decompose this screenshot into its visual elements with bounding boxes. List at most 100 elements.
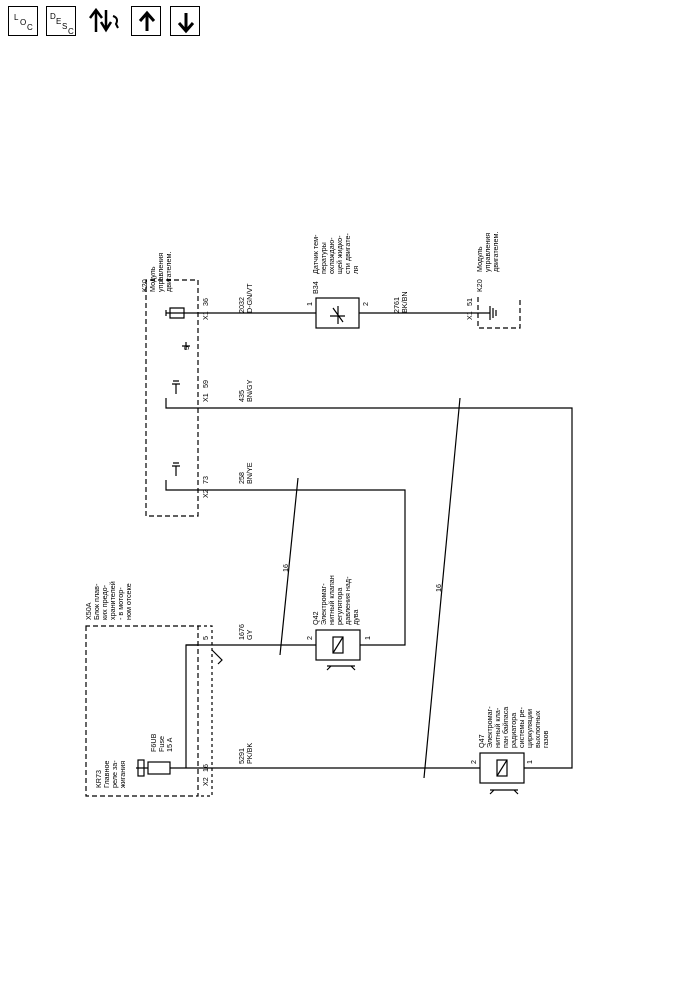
b34-pin1: 1: [305, 302, 314, 306]
x1-36-pin: 36: [201, 298, 210, 306]
kr73-label: KR73 Главное реле за- жигания: [94, 760, 127, 788]
wire-258-circuit: 258: [237, 472, 246, 484]
wire-435-circuit: 435: [237, 390, 246, 402]
b34-desc-2: пературы: [319, 242, 328, 274]
x1-51-conn: X1: [465, 311, 474, 320]
loc-letter-l: L: [14, 13, 19, 22]
k20-driver-59: [165, 398, 198, 409]
fuse-f6ub: [147, 761, 171, 775]
x1-59-label: X1 59: [201, 380, 210, 402]
twisted-pair-line-2: [423, 397, 461, 779]
wire-435: [198, 407, 573, 769]
x2-73-conn: X2: [201, 489, 210, 498]
desc-button[interactable]: D E S C: [46, 6, 76, 36]
b34-id: B34: [311, 281, 320, 294]
k20-module-box: [145, 279, 199, 517]
loc-button[interactable]: L O C: [8, 6, 38, 36]
x50a-pin5-label: 5: [201, 636, 210, 640]
q47-valve-body: [479, 752, 525, 784]
x50a-desc-4: - в мотор-: [116, 587, 125, 620]
desc-letter-c: C: [68, 27, 74, 36]
q42-pin1: 1: [363, 636, 372, 640]
q47-arrow-symbol: [489, 789, 519, 795]
wire-2032-circuit: 2032: [237, 297, 246, 313]
q47-desc-8: газов: [541, 730, 550, 748]
q47-id: Q47: [477, 734, 486, 748]
q47-desc-7: выхлопных: [533, 710, 542, 748]
q47-desc-2: нитный кла-: [493, 707, 502, 748]
q47-coil-symbol: [496, 759, 508, 777]
b34-desc-5: сти двигате-: [343, 233, 352, 274]
arrow-up-icon: [138, 10, 156, 31]
wire-258-color: BN/YE: [245, 462, 254, 484]
loc-letter-o: O: [20, 18, 26, 27]
wire-258: [198, 489, 406, 646]
x50a-pin5-hook: [186, 644, 223, 665]
twist-label-2: 16: [434, 584, 443, 592]
wire-2761-color: BK/BN: [400, 291, 409, 313]
wire-1676-label: 1676 GY: [237, 624, 254, 640]
q42-desc-5: дува: [351, 609, 360, 625]
x50a-fuse-block-box: [85, 625, 199, 797]
q42-desc-1: Электромаг-: [319, 583, 328, 625]
x50a-desc-1: Блок плав-: [92, 583, 101, 620]
q42-desc-2: нитный клапан: [327, 575, 336, 625]
k20-top-desc-3: двигателем.: [164, 252, 173, 292]
page-up-button[interactable]: [131, 6, 161, 36]
loc-letter-c: C: [27, 23, 33, 32]
fuse-label: F6UB Fuse 15 A: [149, 733, 174, 752]
q47-desc-3: пан байпаса: [501, 707, 510, 748]
x50a-desc-2: ких предо-: [100, 584, 109, 620]
kr73-relay-contact: [137, 759, 145, 777]
q42-coil-diagonal: [332, 636, 344, 654]
x50a-label: X50A Блок плав- ких предо- хранителей - …: [84, 581, 133, 620]
x1-36-label: X1 36: [201, 298, 210, 320]
k20-5v-ref: [182, 342, 190, 350]
q42-coil-symbol: [332, 636, 344, 654]
wire-435-label: 435 BN/GY: [237, 379, 254, 402]
q42-label: Q42 Электромаг- нитный клапан регулятора…: [311, 575, 360, 625]
q47-pin1: 1: [525, 760, 534, 764]
twist-label-1: 16: [281, 564, 290, 572]
x1-51-label: X1 51: [465, 298, 474, 320]
q47-label: Q47 Электромаг- нитный кла- пан байпаса …: [477, 706, 550, 748]
k20-ground-59: [172, 380, 180, 394]
x2-16-conn: X2: [201, 777, 210, 786]
k20-top-id: K20: [140, 279, 149, 292]
five-v-label: 5: [182, 346, 191, 350]
kr73-desc-1: Главное: [102, 761, 111, 788]
b34-desc-3: охлаждаю-: [327, 237, 336, 274]
wire-1676-color: GY: [245, 629, 254, 640]
kr73-desc-3: жигания: [118, 761, 127, 788]
kr73-id: KR73: [94, 770, 103, 788]
desc-icon: D E S C: [50, 12, 74, 36]
q42-valve-body: [315, 629, 361, 661]
k20-bottom-desc-2: управления: [483, 233, 492, 272]
k20-driver-73: [165, 480, 198, 491]
q47-coil-diagonal: [496, 759, 508, 777]
q47-desc-4: радиатора: [509, 713, 518, 748]
kr73-desc-2: реле за-: [110, 760, 119, 788]
wire-2761-label: 2761 BK/BN: [392, 291, 409, 313]
page-down-button[interactable]: [170, 6, 200, 36]
desc-letter-d: D: [50, 12, 56, 21]
x50a-id: X50A: [84, 602, 93, 620]
flow-button[interactable]: [86, 6, 122, 36]
k20-top-desc-1: Модуль: [148, 266, 157, 292]
x50a-desc-3: хранителей: [108, 581, 117, 620]
wire-2032-color: D-GN/VT: [245, 283, 254, 313]
q47-desc-6: циркуляции: [525, 709, 534, 748]
b34-desc-4: щей жидко-: [335, 235, 344, 274]
x2-73-label: X2 73: [201, 476, 210, 498]
k20-bottom-id: K20: [475, 279, 484, 292]
q42-pin2: 2: [305, 636, 314, 640]
fuse-id: F6UB: [149, 733, 158, 752]
x1-59-conn: X1: [201, 393, 210, 402]
fuse-rating: 15 A: [165, 737, 174, 752]
k20-top-desc-2: управления: [156, 253, 165, 292]
x1-36-conn: X1: [201, 311, 210, 320]
x2-connector-box: [198, 625, 213, 797]
loc-icon: L O C: [14, 13, 33, 32]
x2-73-pin: 73: [201, 476, 210, 484]
